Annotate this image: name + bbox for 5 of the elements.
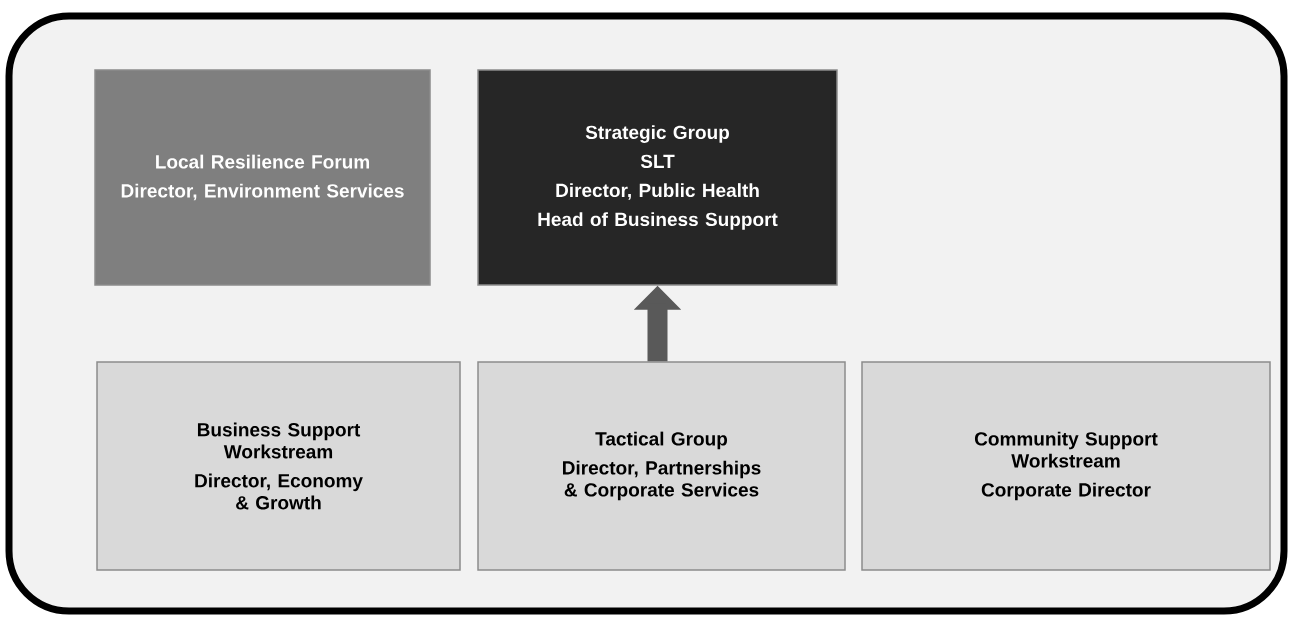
- role-box: Community Support Workstream Corporate Director: [861, 361, 1271, 571]
- role-box: Business Support Workstream Director, Economy & Growth: [96, 361, 461, 571]
- role-box: Strategic Group SLT Director, Public Health Head of Business Support: [477, 69, 838, 286]
- role-box: Tactical Group Director, Partnerships & Corporate Services: [477, 361, 846, 571]
- role-box: Local Resilience Forum Director, Environment Services: [94, 69, 431, 286]
